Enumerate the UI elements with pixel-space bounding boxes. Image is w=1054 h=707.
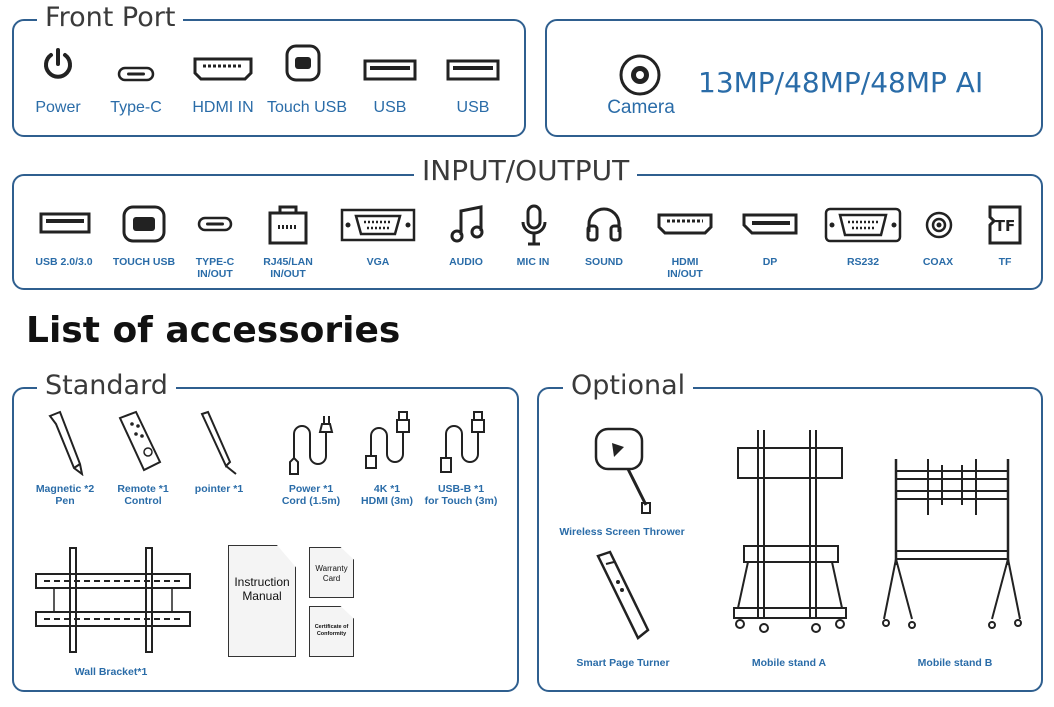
io-label: DP [762, 256, 778, 268]
certificate-label: Certificate of Conformity [314, 624, 349, 637]
front-port-label: HDMI IN [192, 99, 254, 116]
front-port-label: USB [373, 99, 407, 116]
front-port-panel [12, 19, 526, 137]
screen-thrower-icon [592, 425, 654, 515]
front-port-label: Power [35, 99, 81, 116]
front-port-label: USB [456, 99, 490, 116]
io-label: TF [998, 256, 1012, 268]
usb-c-port-icon [197, 216, 233, 232]
optional-label: Mobile stand A [751, 657, 827, 669]
standard-title: Standard [37, 371, 176, 401]
front-port-label: Type-C [110, 99, 162, 116]
instruction-manual-label: Instruction Manual [234, 575, 290, 603]
microphone-icon [520, 204, 548, 246]
io-label: USB 2.0/3.0 [35, 256, 93, 268]
power-cord-icon [284, 410, 336, 476]
pointer-icon [196, 410, 242, 476]
io-label: MIC IN [516, 256, 550, 268]
camera-label: Camera [607, 97, 675, 118]
optional-label: Smart Page Turner [576, 657, 670, 669]
instruction-manual: Instruction Manual [228, 545, 296, 657]
io-label: SOUND [585, 256, 623, 268]
vga-port-icon [340, 208, 416, 242]
tf-card-icon: TF [988, 205, 1022, 245]
io-title: INPUT/OUTPUT [414, 156, 638, 186]
page-turner-icon [594, 550, 652, 642]
standard-panel [12, 387, 519, 692]
mobile-stand-b-icon [882, 455, 1022, 635]
mobile-stand-a-icon [730, 428, 850, 638]
rs232-port-icon [824, 207, 902, 243]
music-note-icon [449, 205, 485, 245]
front-port-label: Touch USB [266, 99, 348, 116]
optional-panel [537, 387, 1043, 692]
svg-text:TF: TF [995, 217, 1015, 235]
wall-bracket-label: Wall Bracket*1 [74, 666, 148, 678]
front-port-title: Front Port [37, 3, 184, 33]
certificate-card: Certificate of Conformity [309, 606, 354, 657]
headphones-icon [585, 206, 623, 242]
io-label: HDMI IN/OUT [667, 256, 703, 280]
accessories-heading: List of accessories [26, 310, 401, 351]
coax-port-icon [925, 211, 953, 239]
optional-title: Optional [563, 371, 694, 401]
io-label: COAX [922, 256, 954, 268]
camera-panel [545, 19, 1043, 137]
io-label: AUDIO [449, 256, 483, 268]
io-label: RS232 [846, 256, 880, 268]
remote-control-icon [116, 410, 164, 472]
rj45-port-icon [268, 205, 308, 245]
io-label: VGA [366, 256, 390, 268]
accessory-label: 4K *1 HDMI (3m) [361, 483, 413, 507]
accessory-label: Magnetic *2 Pen [35, 483, 95, 507]
usb-cable-icon [436, 410, 486, 476]
optional-label: Mobile stand B [917, 657, 993, 669]
accessory-label: Power *1 Cord (1.5m) [281, 483, 341, 507]
camera-icon [618, 53, 662, 97]
displayport-icon [742, 213, 798, 235]
usb-a-port-icon [446, 59, 500, 81]
usb-a-port-icon [39, 212, 91, 234]
warranty-card: Warranty Card [309, 547, 354, 598]
usb-a-port-icon [363, 59, 417, 81]
usb-c-port-icon [117, 66, 155, 82]
pen-icon [46, 410, 86, 476]
io-label: TYPE-C IN/OUT [195, 256, 235, 280]
optional-label: Wireless Screen Thrower [559, 526, 685, 538]
accessory-label: USB-B *1 for Touch (3m) [424, 483, 498, 507]
io-label: RJ45/LAN IN/OUT [263, 256, 313, 280]
warranty-card-label: Warranty Card [315, 564, 348, 583]
usb-b-port-icon [285, 44, 321, 82]
camera-spec: 13MP/48MP/48MP AI [698, 66, 984, 99]
accessory-label: pointer *1 [194, 483, 244, 495]
power-icon [40, 46, 76, 82]
wall-bracket-icon [34, 546, 192, 656]
hdmi-port-icon [657, 213, 713, 235]
usb-b-port-icon [122, 205, 166, 243]
io-label: TOUCH USB [112, 256, 176, 268]
hdmi-port-icon [193, 57, 253, 81]
hdmi-cable-icon [362, 410, 412, 476]
accessory-label: Remote *1 Control [117, 483, 169, 507]
